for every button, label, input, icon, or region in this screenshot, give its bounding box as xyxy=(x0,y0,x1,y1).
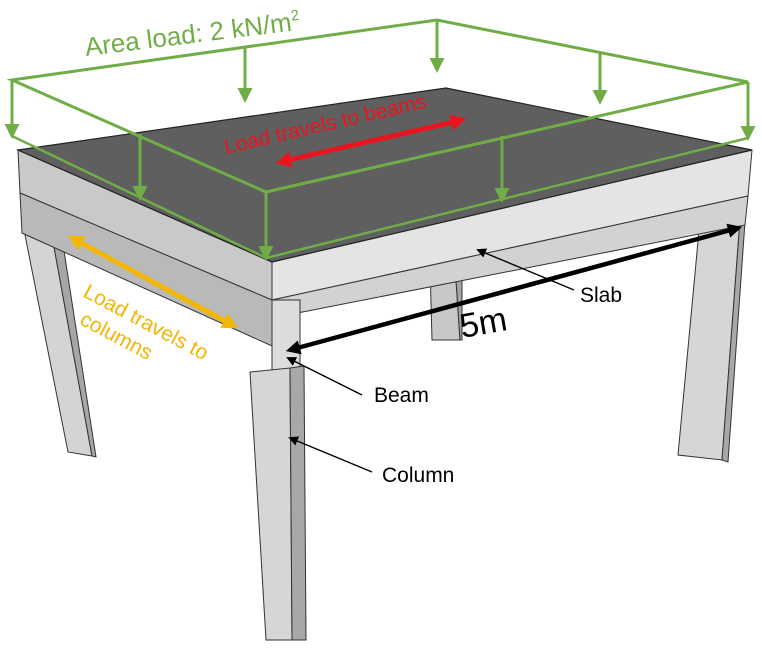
slab-top xyxy=(15,87,753,263)
beam-label: Beam xyxy=(374,384,429,407)
span-label: 5m xyxy=(457,300,510,346)
columns-load-arrow xyxy=(67,235,239,329)
span-dimension-arrow xyxy=(285,223,743,355)
front-middle-column xyxy=(249,299,307,641)
beam-leader xyxy=(286,357,363,396)
column-leader xyxy=(288,436,373,473)
slab-leader xyxy=(476,248,575,291)
beams-load-arrow xyxy=(275,114,467,168)
slab-label: Slab xyxy=(580,284,622,307)
column-label: Column xyxy=(382,464,454,487)
load-arrows xyxy=(4,30,756,261)
front-left-column xyxy=(23,229,97,458)
